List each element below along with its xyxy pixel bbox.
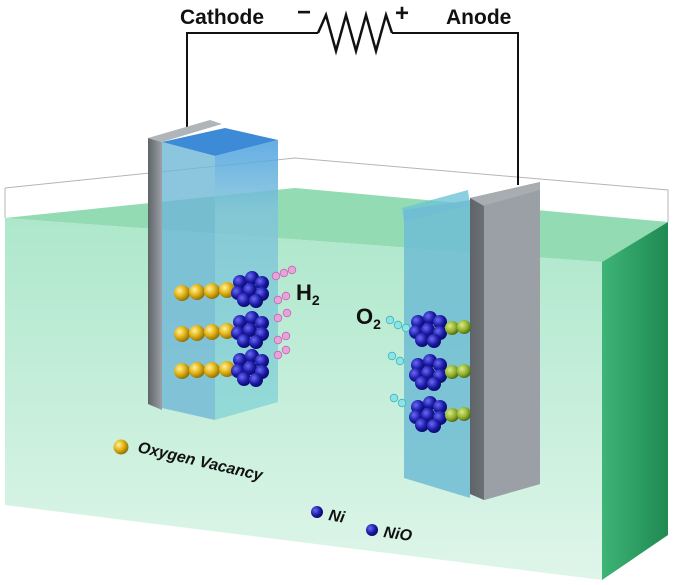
legend-nio: NiO — [382, 524, 413, 545]
h2-label-subscript: 2 — [312, 292, 320, 308]
electrolyte-side-face — [602, 222, 668, 580]
resistor-icon — [316, 10, 394, 56]
cathode-row — [174, 349, 269, 387]
minus-sign: − — [297, 0, 311, 26]
o2-label: O2 — [356, 304, 381, 332]
h2-label: H2 — [296, 280, 320, 308]
o2-bubbles — [385, 315, 411, 408]
plus-sign: + — [395, 0, 409, 27]
circuit-wire — [186, 32, 519, 185]
anode-label: Anode — [446, 6, 511, 29]
anode-row — [409, 354, 471, 391]
cathode-label: Cathode — [180, 6, 264, 29]
ni-dot-icon — [311, 506, 323, 518]
h2-label-main: H — [296, 280, 312, 305]
cathode-plate — [148, 138, 162, 410]
o2-label-subscript: 2 — [373, 316, 381, 332]
anode-row — [409, 396, 471, 433]
anode-nanostructures — [385, 311, 471, 433]
h2-bubbles — [271, 265, 297, 360]
cathode-nanostructures — [174, 265, 297, 387]
o2-label-main: O — [356, 304, 373, 329]
nio-dot-icon — [366, 524, 378, 536]
legend-ni: Ni — [327, 507, 346, 527]
cathode-row — [174, 271, 269, 308]
cathode-row — [174, 311, 269, 349]
oxygen-vacancy-dot-icon — [113, 439, 129, 455]
anode-row — [409, 311, 471, 348]
